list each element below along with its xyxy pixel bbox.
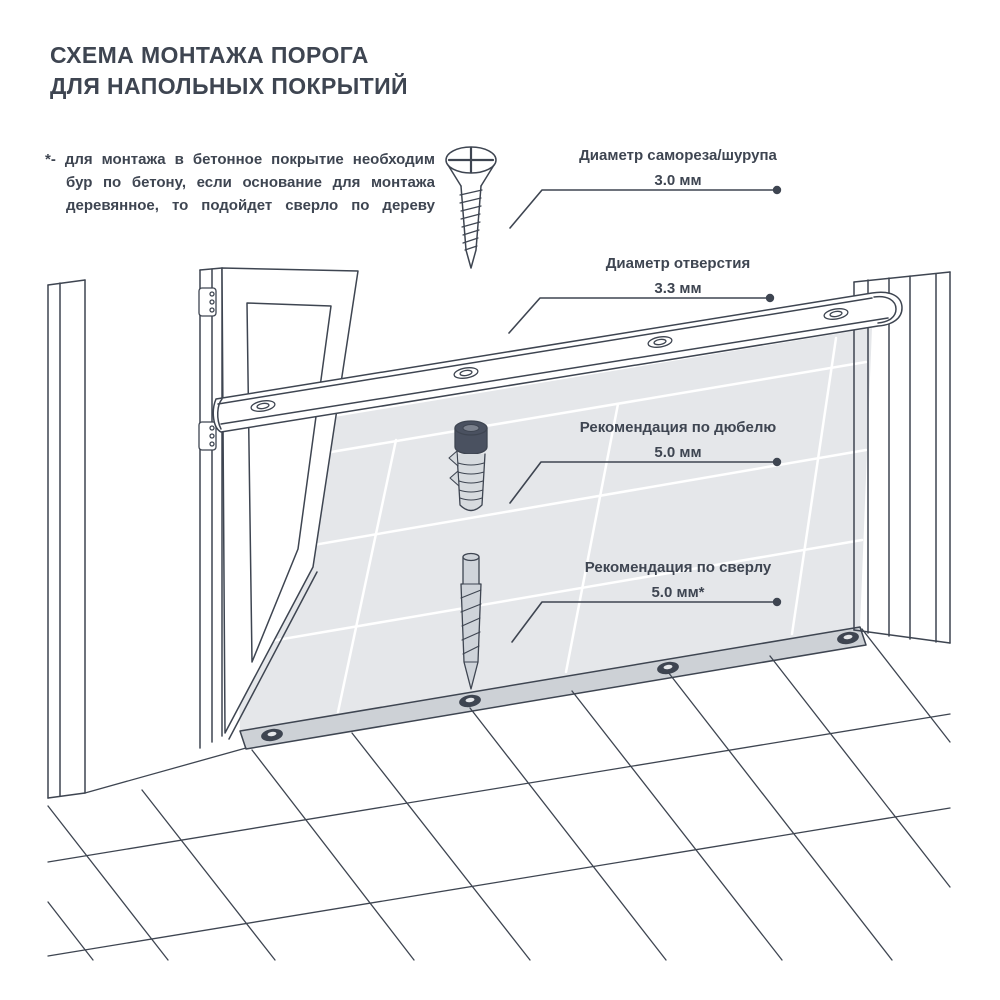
callout-screw-diameter-label: Диаметр самореза/шурупа [579, 147, 777, 164]
callout-dot-dowel [772, 457, 782, 467]
footnote-line1: *- для монтажа в бетонное покрытие необх… [45, 148, 435, 171]
callout-screw-diameter: Диаметр самореза/шурупа 3.0 мм [553, 146, 803, 190]
threshold-profile-illustration [212, 291, 903, 433]
screw-icon [445, 146, 497, 269]
callout-hole-diameter: Диаметр отверстия 3.3 мм [553, 254, 803, 298]
footnote-line3: деревянное, то подойдет сверло по дереву [66, 197, 435, 214]
door-frame-left [47, 267, 239, 799]
callout-drill-recommendation: Рекомендация по сверлу 5.0 мм* [553, 558, 803, 602]
footnote-line2: бур по бетону, если основание для монтаж… [66, 174, 435, 191]
callout-dowel-recommendation-value: 5.0 мм [654, 444, 702, 461]
shaded-underlay [232, 328, 872, 731]
callout-drill-recommendation-value: 5.0 мм* [651, 584, 705, 601]
callout-hole-diameter-label: Диаметр отверстия [605, 255, 751, 272]
door-frame-right [853, 271, 951, 644]
callout-dowel-recommendation-label: Рекомендация по дюбелю [579, 419, 777, 436]
footnote-marker: *- [45, 151, 56, 168]
callout-drill-recommendation-label: Рекомендация по сверлу [584, 559, 772, 576]
drill-bit-icon [460, 552, 482, 690]
footnote-text1: для монтажа в бетонное покрытие необходи… [64, 151, 435, 168]
page-title-line1: СХЕМА МОНТАЖА ПОРОГА [50, 42, 369, 68]
callout-leader-lines [508, 185, 782, 643]
callout-dowel-recommendation: Рекомендация по дюбелю 5.0 мм [553, 418, 803, 462]
callout-dot-screw [772, 185, 782, 195]
callout-screw-diameter-value: 3.0 мм [654, 172, 702, 189]
page-title: СХЕМА МОНТАЖА ПОРОГА ДЛЯ НАПОЛЬНЫХ ПОКРЫ… [50, 40, 408, 102]
mounting-strip [239, 626, 867, 750]
dowel-icon [448, 420, 488, 512]
callout-hole-diameter-value: 3.3 мм [654, 280, 702, 297]
floor-planks [47, 628, 951, 961]
page-title-line2: ДЛЯ НАПОЛЬНЫХ ПОКРЫТИЙ [50, 73, 408, 99]
callout-dot-drill [772, 597, 782, 607]
footnote: *- для монтажа в бетонное покрытие необх… [45, 148, 435, 217]
hinge-icons [198, 287, 217, 451]
callout-dot-hole [765, 293, 775, 303]
